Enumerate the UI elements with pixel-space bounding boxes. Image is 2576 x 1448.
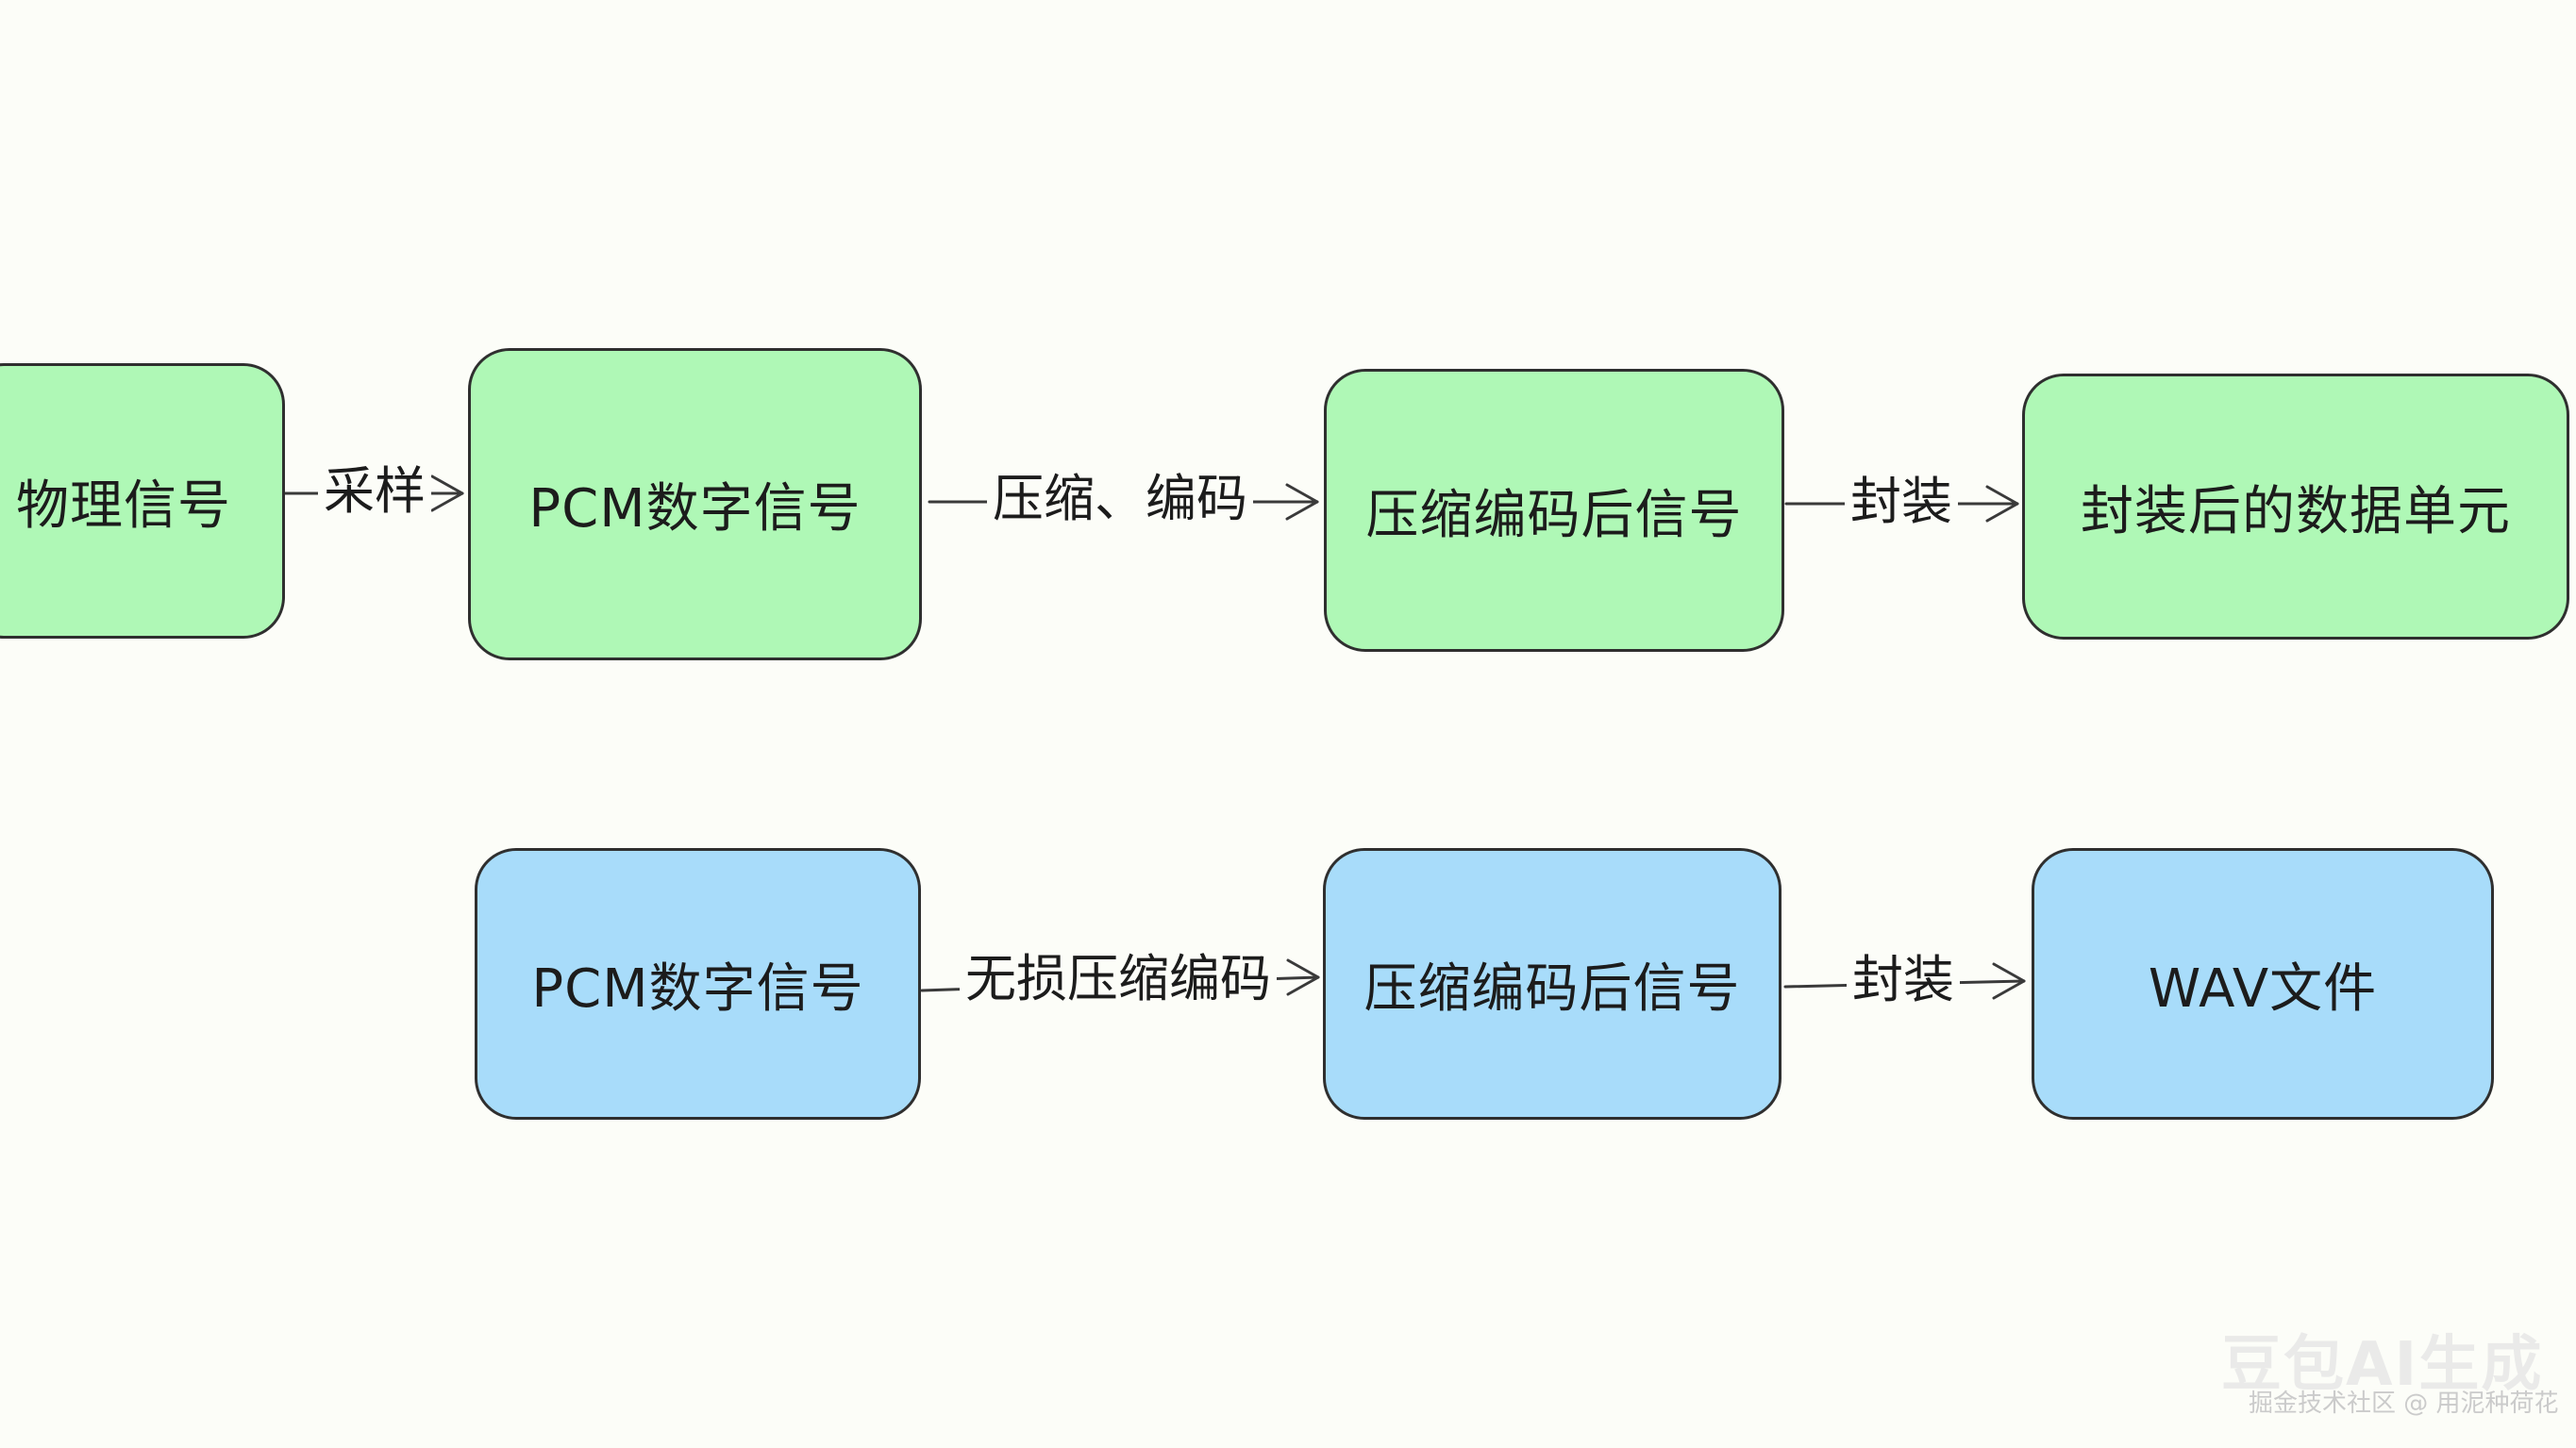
node-label: 压缩编码后信号 <box>1363 957 1741 1020</box>
node-label: 压缩编码后信号 <box>1365 484 1743 546</box>
node-wav-file: WAV文件 <box>2032 848 2494 1120</box>
edge-label-encapsulate-row1: 封装 <box>1845 476 1958 527</box>
node-encoded-signal-row2: 压缩编码后信号 <box>1323 848 1781 1120</box>
edge-label-compress-encode: 压缩、编码 <box>987 474 1253 524</box>
node-encoded-signal-row1: 压缩编码后信号 <box>1324 369 1784 652</box>
node-packed-data-unit: 封装后的数据单元 <box>2022 374 2569 640</box>
node-label: PCM数字信号 <box>531 957 864 1020</box>
watermark-logo: 豆包AI生成 <box>2221 1330 2544 1400</box>
node-pcm-signal-row2: PCM数字信号 <box>475 848 921 1120</box>
node-label: PCM数字信号 <box>528 478 861 540</box>
node-physical-signal: 物理信号 <box>0 363 285 639</box>
node-pcm-signal-row1: PCM数字信号 <box>468 348 922 660</box>
node-label: 封装后的数据单元 <box>2081 480 2511 542</box>
node-label: 物理信号 <box>16 474 231 537</box>
node-label: WAV文件 <box>2148 957 2378 1020</box>
edge-label-sampling: 采样 <box>318 466 431 517</box>
watermark-credit: 掘金技术社区 @ 用泥种荷花 <box>2249 1390 2559 1418</box>
edge-label-encapsulate-row2: 封装 <box>1847 955 1960 1006</box>
edge-label-lossless-encode: 无损压缩编码 <box>960 954 1277 1005</box>
